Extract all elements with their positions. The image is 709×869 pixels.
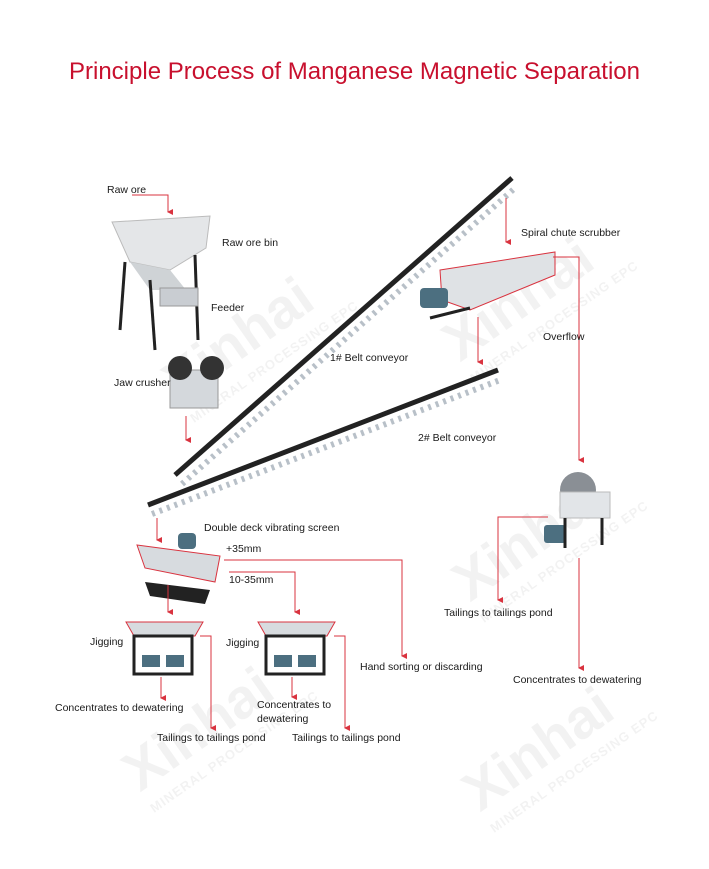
jig-machine-1: [125, 621, 204, 676]
label-10-35mm: 10-35mm: [229, 574, 274, 586]
arrow-separator-tailings: [497, 516, 548, 603]
label-spiral-chute-scrubber: Spiral chute scrubber: [521, 227, 621, 239]
flow-arrows: [132, 194, 584, 731]
label-tailings-jig2: Tailings to tailings pond: [292, 732, 401, 744]
jaw-crusher: [168, 356, 224, 409]
arrow-10-35mm: [229, 571, 300, 615]
label-concentrates-right: Concentrates to dewatering: [513, 674, 642, 686]
diagram-title: Principle Process of Manganese Magnetic …: [69, 58, 640, 85]
label-tailings-right: Tailings to tailings pond: [444, 607, 553, 619]
belt-conveyor-2: [147, 367, 502, 517]
raw-ore-bin: [111, 215, 211, 351]
label-feeder: Feeder: [211, 302, 245, 314]
arrow-jig1-tailings: [200, 635, 216, 731]
spiral-chute-scrubber: [420, 251, 556, 320]
label-raw-ore-bin: Raw ore bin: [222, 237, 279, 249]
label-concentrates-jig2-line2: dewatering: [257, 713, 309, 725]
label-belt-conveyor-2: 2# Belt conveyor: [418, 432, 497, 444]
double-deck-vibrating-screen: [136, 533, 221, 604]
label-overflow: Overflow: [543, 331, 585, 343]
arrow-plus-35mm: [224, 559, 407, 659]
label-hand-sorting: Hand sorting or discarding: [360, 661, 483, 673]
label-belt-conveyor-1: 1# Belt conveyor: [330, 352, 409, 364]
label-tailings-jig1: Tailings to tailings pond: [157, 732, 266, 744]
arrow-raw-ore: [132, 194, 173, 215]
label-raw-ore: Raw ore: [107, 184, 147, 196]
label-jigging-1: Jigging: [90, 636, 124, 648]
belt-conveyor-1: [173, 176, 517, 487]
label-jigging-2: Jigging: [226, 637, 260, 649]
arrow-overflow: [553, 256, 584, 463]
label-concentrates-jig2-line1: Concentrates to: [257, 699, 332, 711]
label-jaw-crusher: Jaw crusher: [114, 377, 171, 389]
magnetic-separator: [544, 472, 611, 548]
feeder: [159, 287, 199, 307]
label-plus-35mm: +35mm: [226, 543, 262, 555]
arrow-jig2-tailings: [334, 635, 350, 731]
label-vibrating-screen: Double deck vibrating screen: [204, 522, 340, 534]
label-concentrates-jig1: Concentrates to dewatering: [55, 702, 184, 714]
jig-machine-2: [257, 621, 336, 676]
